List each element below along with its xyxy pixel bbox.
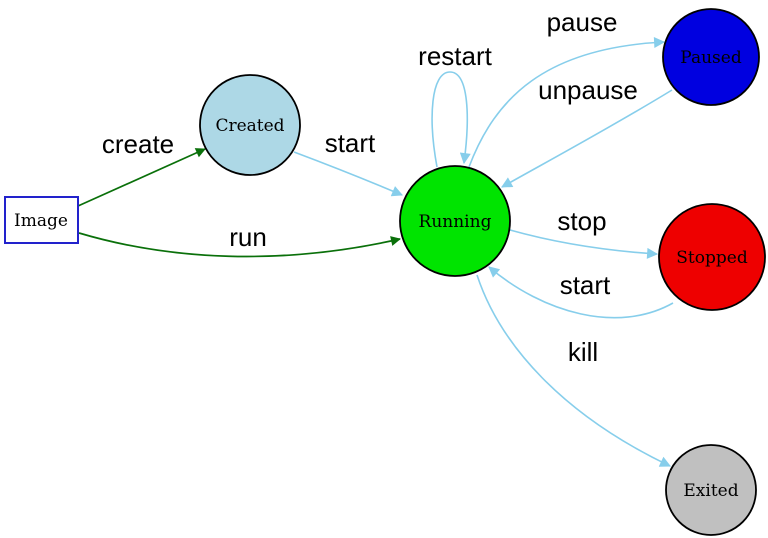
node-running: Running bbox=[399, 165, 511, 277]
paused-node-circle bbox=[662, 8, 760, 106]
edge-label-restart: restart bbox=[418, 41, 492, 71]
stopped-node-label: Stopped bbox=[676, 248, 748, 268]
edge-label-unpause: unpause bbox=[538, 75, 638, 105]
image-node-box bbox=[4, 196, 79, 244]
node-exited: Exited bbox=[665, 444, 757, 536]
edge-label-pause: pause bbox=[547, 7, 618, 37]
edge-pause bbox=[468, 37, 666, 168]
node-image: Image bbox=[4, 196, 79, 244]
edge-label-create: create bbox=[102, 129, 174, 159]
node-created: Created bbox=[199, 74, 301, 176]
edge-start-stopped-running bbox=[488, 266, 674, 319]
edge-label-start-2: start bbox=[560, 270, 611, 300]
created-node-circle bbox=[199, 74, 301, 176]
paused-node-label: Paused bbox=[680, 48, 742, 68]
image-node-label: Image bbox=[14, 211, 68, 231]
edge-kill bbox=[476, 274, 671, 467]
edge-label-run: run bbox=[229, 222, 267, 252]
edge-restart-self-loop bbox=[431, 71, 471, 168]
node-stopped: Stopped bbox=[658, 203, 766, 311]
edge-unpause bbox=[501, 89, 673, 188]
edge-run bbox=[78, 232, 401, 258]
edge-start-created-running bbox=[293, 151, 404, 197]
created-node-label: Created bbox=[215, 116, 284, 136]
edge-label-kill: kill bbox=[568, 337, 598, 367]
stopped-node-circle bbox=[658, 203, 766, 311]
edge-create bbox=[77, 148, 206, 207]
running-node-label: Running bbox=[419, 212, 492, 232]
node-paused: Paused bbox=[662, 8, 760, 106]
edge-label-stop: stop bbox=[557, 206, 606, 236]
edge-stop bbox=[509, 229, 659, 259]
running-node-circle bbox=[399, 165, 511, 277]
exited-node-label: Exited bbox=[683, 481, 738, 501]
exited-node-circle bbox=[665, 444, 757, 536]
edge-label-start-1: start bbox=[325, 128, 376, 158]
